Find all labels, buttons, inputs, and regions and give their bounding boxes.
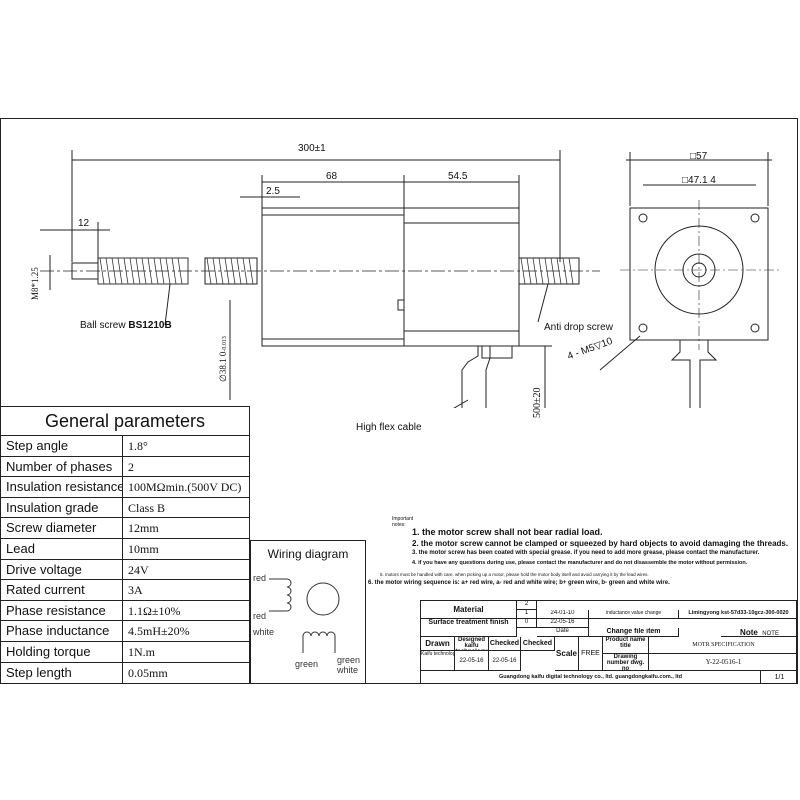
parameter-row: Phase inductance 4.5mH±20% <box>1 621 249 642</box>
parameter-row: Step angle 1.8° <box>1 436 249 457</box>
wiring-diagram-title: Wiring diagram <box>267 547 349 561</box>
high-flex-cable-label: High flex cable <box>356 422 422 433</box>
parameter-name: Insulation resistance <box>1 477 123 497</box>
parameter-row: Lead 10mm <box>1 538 249 560</box>
tb-company: Guangdong kaifu digital technology co., … <box>421 671 761 684</box>
tb-scale: Scale <box>555 637 579 671</box>
wire-green-white-label-2: white <box>337 665 359 675</box>
wire-white-label: white <box>253 627 275 637</box>
tb-date-b: 22-05-16 <box>489 651 521 671</box>
parameter-value: 1.8° <box>128 439 148 453</box>
parameter-value: 4.5mH±20% <box>128 624 190 639</box>
tb-product-name: MOTR SPECIFICATION <box>649 637 798 654</box>
tb-surface: Surface treatment finish <box>421 619 517 637</box>
parameter-name: Holding torque <box>1 641 123 662</box>
note-3: 3. the motor screw has been coated with … <box>412 550 760 556</box>
parameter-value: 12mm <box>128 521 159 536</box>
tb-drawing-no: Y-22-0516-1 <box>649 654 798 671</box>
cable-length-dim: 500±20 <box>532 387 543 419</box>
parameter-name: Phase inductance <box>1 621 123 641</box>
lead-length-dim: 54.5 <box>448 171 468 182</box>
end-length-dim: 12 <box>78 218 90 229</box>
parameter-value: 10mm <box>128 541 159 556</box>
tb-scale-value: FREE <box>579 637 603 671</box>
parameter-name: Step angle <box>1 436 123 456</box>
parameter-row: Rated current 3A <box>1 580 249 601</box>
parameter-name: Lead <box>1 538 123 559</box>
parameter-row: Drive voltage 24V <box>1 559 249 581</box>
hole-spacing-dim: □47.1 4 <box>682 175 716 186</box>
tb-date0: 22-05-16 <box>537 619 589 628</box>
tb-rev2: 2 <box>517 601 537 610</box>
tb-rev1: 1 <box>517 610 537 619</box>
parameter-name: Phase resistance <box>1 600 123 621</box>
general-parameters-title: General parameters <box>1 407 249 436</box>
square-size-dim: □57 <box>690 151 708 162</box>
parameter-value: 2 <box>128 459 134 474</box>
note-5: 5. motors must be handled with care. whe… <box>380 572 649 577</box>
parameter-name: Step length <box>1 662 123 684</box>
parameter-name: Screw diameter <box>1 518 123 538</box>
tb-checked-1: Checked <box>489 637 521 651</box>
parameter-row: Phase resistance 1.1Ω±10% <box>1 600 249 622</box>
tb-drawn: Drawn <box>421 637 455 651</box>
parameter-row: Insulation grade Class B <box>1 497 249 519</box>
parameter-value: Class B <box>128 500 166 515</box>
parameter-row: Insulation resistance 100MΩmin.(500V DC) <box>1 477 249 498</box>
tb-note: Note NOTE <box>721 628 798 637</box>
parameter-value: 1.1Ω±10% <box>128 603 181 618</box>
anti-drop-screw-label: Anti drop screw <box>544 322 613 333</box>
tb-date-label: Date <box>537 628 589 637</box>
parameter-row: Holding torque 1N.m <box>1 641 249 663</box>
boss-diameter-dim: ∅38.1 0-0.013 <box>218 336 228 382</box>
parameter-name: Drive voltage <box>1 559 123 580</box>
tb-date1: 24-01-10 <box>537 610 589 619</box>
wiring-schematic <box>269 578 340 653</box>
general-parameters-table: General parameters Step angle 1.8° Number … <box>0 406 250 684</box>
parameter-name: Rated current <box>1 580 123 600</box>
parameter-value: 0.05mm <box>128 665 168 680</box>
parameter-name: Insulation grade <box>1 497 123 518</box>
tb-maker: Kaifu technology <box>421 651 455 671</box>
parameter-name: Number of phases <box>1 456 123 477</box>
parameter-value: 24V <box>128 562 149 577</box>
flange-offset-dim: 2.5 <box>266 186 280 197</box>
tb-drawing-label: Drawing number dwg. no <box>603 654 649 671</box>
tb-designed: Designed kaifu technology <box>455 637 489 651</box>
body-length-dim: 68 <box>326 171 338 182</box>
parameter-value: 100MΩmin.(500V DC) <box>128 480 242 495</box>
notes-heading: Important notes: <box>392 516 414 528</box>
tb-change-file: Change file item <box>589 628 679 637</box>
tb-material: Material <box>421 601 517 619</box>
drawing-frame <box>0 118 798 684</box>
wire-green-white-label: green <box>337 655 361 665</box>
parameter-value: 1N.m <box>128 644 155 659</box>
tb-change-desc: inductance value change <box>589 610 679 619</box>
tb-rev0: 0 <box>517 619 537 628</box>
title-block: Material Surface treatment finish 2 1 0 … <box>420 600 798 684</box>
overall-length-dim: 300±1 <box>298 143 326 154</box>
wire-red-label: red <box>253 573 267 583</box>
parameter-row: Step length 0.05mm <box>1 662 249 684</box>
tb-checked-2: Checked <box>521 637 555 651</box>
parameter-value: 3A <box>128 583 143 598</box>
parameter-row: Screw diameter 12mm <box>1 518 249 539</box>
motor-side-view-drawing <box>40 150 780 408</box>
wire-green-label: green <box>295 659 319 669</box>
note-1: 1. the motor screw shall not bear radial… <box>412 527 603 537</box>
tb-sheet: 1/1 <box>774 674 785 681</box>
note-2: 2. the motor screw cannot be clamped or … <box>412 539 789 548</box>
parameter-row: Number of phases 2 <box>1 456 249 478</box>
note-6: 6. the motor wiring sequence is: a+ red … <box>368 580 670 586</box>
thread-spec-dim: M8*1.25 <box>30 267 40 300</box>
wiring-diagram: Wiring diagram red red white green green… <box>250 540 366 684</box>
tb-part-no: Limingyong kst-57d33-10gcz-300-0020 <box>679 610 798 619</box>
wire-red-white-label: red <box>253 611 267 621</box>
note-4: 4. if you have any questions during use,… <box>412 560 748 566</box>
ball-screw-label: Ball screw BS1210B <box>80 320 172 331</box>
tb-date-a: 22-05-16 <box>455 651 489 671</box>
tb-product-name-label: Product name title <box>603 637 649 654</box>
